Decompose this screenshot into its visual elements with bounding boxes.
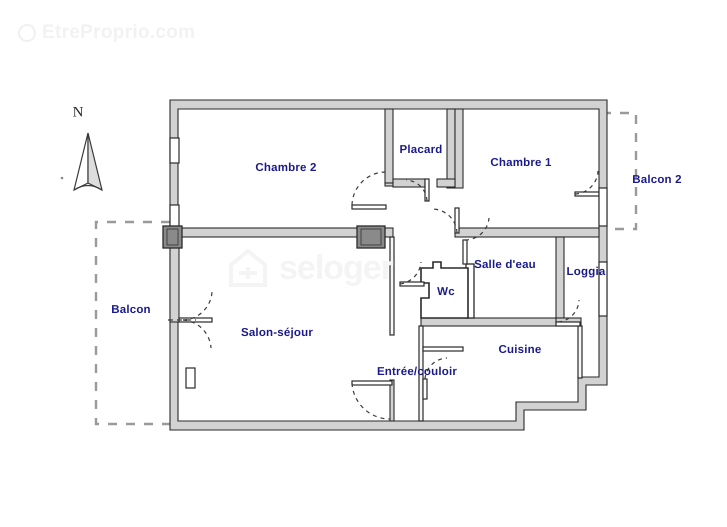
north-arrow-right-half <box>87 132 103 192</box>
interior-wall-entree-stub <box>422 346 464 352</box>
opening-cuisine-right <box>598 261 608 317</box>
interior-wall-chambre1-left <box>454 108 464 189</box>
room-label-balcon: Balcon <box>111 304 151 316</box>
room-label-chambre-1: Chambre 1 <box>490 157 552 169</box>
arc-wc-door <box>399 261 422 285</box>
interior-wall-placard-bottom-2 <box>436 178 456 188</box>
balcon-2-dashed-outline <box>585 111 638 231</box>
room-label-salon-sejour: Salon-séjour <box>240 327 314 339</box>
arc-cuisine-door <box>424 357 448 380</box>
interior-wall-cuisine-right <box>577 325 583 379</box>
interior-wall-entree-cuisine <box>418 325 424 422</box>
balcony-dashed-outlines <box>94 111 638 426</box>
pillar-center-inner <box>360 228 382 246</box>
room-label-salle-d-eau: Salle d'eau <box>474 259 536 271</box>
window-chambre2-left <box>169 137 180 164</box>
pillar-left-inner <box>166 228 179 246</box>
room-label-loggia: Loggia <box>566 266 606 278</box>
interior-wall-salon-left-jog <box>169 236 180 323</box>
room-label-entree-couloir: Entrée/couloir <box>376 366 458 378</box>
interior-wall-entree-door-head <box>351 380 393 386</box>
wc-room-outline <box>420 261 469 319</box>
north-label: N <box>72 104 84 121</box>
salledeau-door-leaf <box>462 239 468 265</box>
interior-wall-loggia-left <box>555 236 565 319</box>
balcon-left-dashed-outline <box>94 220 193 426</box>
interior-wall-salon-entree-lower <box>389 379 395 422</box>
window-salon-bottom <box>185 367 196 389</box>
arc-chambre1-balcony-door <box>574 170 599 195</box>
room-label-placard: Placard <box>399 144 443 156</box>
room-label-chambre-2: Chambre 2 <box>255 162 317 174</box>
arc-chambre1-door <box>431 208 458 234</box>
interior-wall-chambre2-right-lower <box>384 182 394 187</box>
arc-salon-balcony-door-lower <box>182 319 212 349</box>
loggia-door-leaf <box>555 321 581 327</box>
interior-wall-chambre2-right <box>384 108 394 184</box>
north-arrow-base <box>73 184 103 191</box>
room-label-cuisine: Cuisine <box>498 344 542 356</box>
north-arrow-graphic <box>60 132 103 192</box>
windows-group <box>169 137 608 389</box>
room-label-balcon-2: Balcon 2 <box>632 174 682 186</box>
arc-salon-balcony-door-upper <box>182 291 213 321</box>
structural-pillars <box>162 225 386 249</box>
interior-wall-salledeau-bottom <box>420 317 557 327</box>
door-swing-arcs <box>168 170 599 420</box>
interior-wall-salon-entree <box>389 236 395 336</box>
room-label-wc: Wc <box>437 286 455 298</box>
walls-group <box>169 99 608 431</box>
arc-salledeau-door <box>464 217 490 241</box>
interior-wall-placard-right <box>446 108 456 189</box>
north-arrow-dot <box>60 176 64 180</box>
wc-door-leaf <box>399 281 425 287</box>
arc-loggia-door <box>557 299 580 323</box>
cuisine-door-leaf <box>422 378 428 400</box>
north-arrow-left-half <box>73 132 89 192</box>
interior-wall-chambre1-bottom <box>454 227 600 238</box>
arc-chambre2-door <box>351 171 387 206</box>
chambre2-door-head <box>351 204 387 210</box>
opening-chambre1-right <box>598 187 608 227</box>
arc-entree-door <box>351 382 391 420</box>
arc-placard-door <box>405 179 428 202</box>
